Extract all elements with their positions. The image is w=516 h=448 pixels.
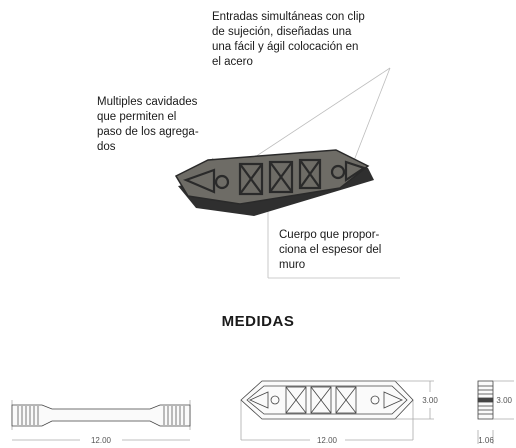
plan-view-height-label: 3.00 [422, 396, 438, 405]
plan-view-width-label: 12.00 [317, 436, 338, 445]
end-view-height-label: 3.00 [496, 396, 512, 405]
annotation-body-thickness: Cuerpo que propor- ciona el espesor del … [279, 229, 382, 271]
side-view-width-label: 12.00 [91, 436, 112, 445]
spacer-illustration [174, 149, 374, 216]
end-view-drawing [477, 380, 514, 444]
annotation-clip-entries: Entradas simultáneas con clip de sujeció… [212, 11, 365, 68]
side-view-drawing [11, 400, 191, 441]
measures-heading: MEDIDAS [221, 313, 295, 330]
plan-view-drawing [240, 380, 434, 441]
end-view-width-label: 1.06 [478, 436, 494, 445]
annotation-cavities: Multiples cavidades que permiten el paso… [97, 96, 199, 153]
leader-line-clip-right [347, 67, 391, 177]
